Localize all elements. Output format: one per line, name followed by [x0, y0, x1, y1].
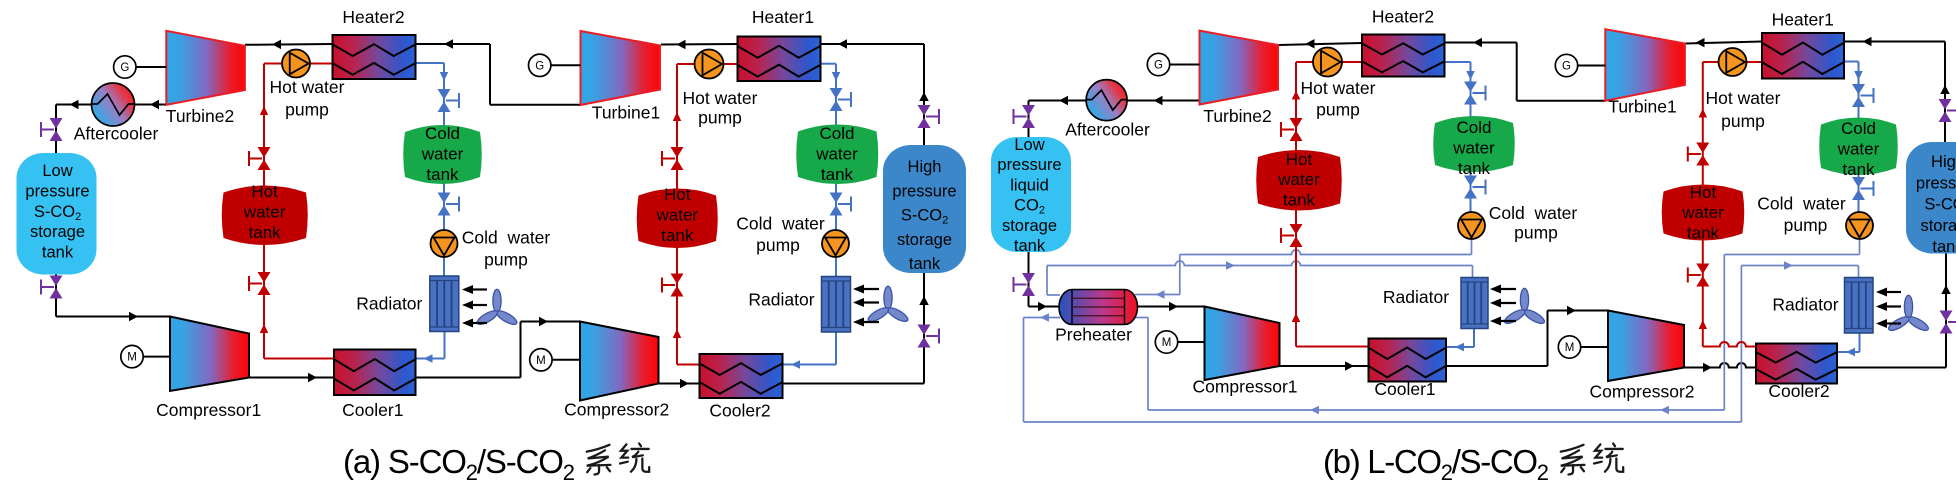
svg-text:Heater2: Heater2 [1372, 7, 1434, 27]
svg-text:Hot water: Hot water [683, 88, 758, 108]
svg-text:tank: tank [42, 244, 74, 262]
svg-text:Cold: Cold [1841, 119, 1876, 138]
svg-text:pump: pump [698, 108, 742, 128]
svg-text:Cold water: Cold water [462, 228, 551, 248]
svg-text:pressure: pressure [997, 156, 1061, 174]
svg-text:pressure: pressure [892, 182, 956, 200]
svg-text:Turbine2: Turbine2 [1203, 106, 1271, 126]
svg-text:tank: tank [1932, 238, 1956, 256]
svg-text:Compressor2: Compressor2 [564, 400, 669, 420]
svg-text:Hot water: Hot water [1301, 78, 1376, 98]
svg-text:water: water [1452, 139, 1495, 158]
svg-text:G: G [535, 60, 544, 72]
svg-text:tank: tank [1283, 190, 1316, 209]
svg-text:storage: storage [30, 223, 85, 241]
svg-text:(a) S-CO2/S-CO2: (a) S-CO2/S-CO2 [343, 443, 575, 485]
svg-text:water: water [1681, 203, 1724, 222]
svg-text:pump: pump [1514, 223, 1558, 243]
svg-text:High: High [908, 158, 942, 176]
svg-text:Hot water: Hot water [1706, 88, 1781, 108]
svg-text:Heater1: Heater1 [752, 7, 814, 27]
svg-text:Cold water: Cold water [1489, 203, 1578, 223]
svg-text:Cold: Cold [820, 124, 855, 143]
svg-text:S-CO2: S-CO2 [1924, 196, 1956, 216]
svg-text:Turbine1: Turbine1 [592, 103, 660, 123]
svg-text:Radiator: Radiator [356, 294, 422, 314]
svg-text:storage: storage [1002, 217, 1057, 235]
svg-text:Aftercooler: Aftercooler [1065, 119, 1150, 139]
svg-text:Turbine2: Turbine2 [166, 106, 234, 126]
svg-text:water: water [1277, 170, 1320, 189]
svg-text:liquid: liquid [1010, 176, 1049, 194]
svg-text:Low: Low [42, 162, 72, 180]
svg-text:G: G [1562, 61, 1571, 73]
svg-text:Heater2: Heater2 [342, 7, 404, 27]
svg-text:pump: pump [1721, 111, 1765, 131]
svg-text:tank: tank [821, 165, 854, 184]
svg-text:M: M [127, 352, 137, 364]
svg-text:Cooler2: Cooler2 [709, 401, 770, 421]
svg-text:Compressor1: Compressor1 [156, 400, 261, 420]
svg-text:tank: tank [426, 165, 459, 184]
svg-text:S-CO2: S-CO2 [34, 203, 81, 223]
svg-text:pump: pump [1316, 100, 1360, 120]
svg-text:water: water [421, 144, 464, 163]
svg-text:Hot: Hot [251, 182, 278, 201]
svg-text:tank: tank [249, 223, 282, 242]
svg-text:Cold: Cold [425, 124, 460, 143]
svg-text:Compressor2: Compressor2 [1589, 382, 1694, 402]
svg-text:Aftercooler: Aftercooler [74, 124, 159, 144]
svg-text:Preheater: Preheater [1055, 325, 1132, 345]
svg-text:tank: tank [1687, 223, 1720, 242]
svg-text:pump: pump [1784, 215, 1828, 235]
svg-text:M: M [1565, 342, 1575, 354]
svg-text:Cold: Cold [1457, 118, 1492, 137]
svg-text:Cooler1: Cooler1 [342, 400, 403, 420]
svg-text:tank: tank [1842, 160, 1875, 179]
svg-text:water: water [815, 144, 858, 163]
svg-text:Turbine1: Turbine1 [1608, 97, 1676, 117]
svg-text:Hot: Hot [664, 185, 691, 204]
svg-text:tank: tank [1458, 159, 1491, 178]
svg-text:Radiator: Radiator [748, 290, 814, 310]
svg-text:M: M [536, 355, 546, 367]
svg-text:G: G [1154, 60, 1163, 72]
svg-text:Hot: Hot [1690, 183, 1717, 202]
svg-text:pump: pump [756, 235, 800, 255]
svg-text:CO2: CO2 [1014, 197, 1045, 217]
svg-text:pressure: pressure [1916, 174, 1956, 192]
svg-text:Hot: Hot [1286, 150, 1313, 169]
svg-text:tank: tank [1014, 237, 1046, 255]
svg-text:Hot water: Hot water [270, 77, 345, 97]
svg-text:storage: storage [897, 231, 952, 249]
svg-text:tank: tank [909, 255, 941, 273]
svg-text:storage: storage [1920, 217, 1956, 235]
svg-text:Cold water: Cold water [1757, 194, 1846, 214]
svg-text:High: High [1931, 153, 1956, 171]
svg-text:water: water [656, 205, 699, 224]
svg-text:G: G [120, 62, 129, 74]
svg-text:water: water [243, 202, 286, 221]
svg-text:(b) L-CO2/S-CO2: (b) L-CO2/S-CO2 [1323, 443, 1549, 485]
svg-text:tank: tank [661, 226, 694, 245]
svg-text:pump: pump [484, 250, 528, 270]
svg-text:Radiator: Radiator [1772, 295, 1838, 315]
svg-text:Heater1: Heater1 [1772, 10, 1834, 30]
svg-text:Radiator: Radiator [1383, 287, 1449, 307]
svg-text:water: water [1837, 140, 1880, 159]
svg-text:M: M [1162, 337, 1172, 349]
svg-text:Compressor1: Compressor1 [1192, 377, 1297, 397]
svg-text:Cooler1: Cooler1 [1374, 379, 1435, 399]
svg-text:pressure: pressure [25, 182, 89, 200]
svg-text:Low: Low [1014, 136, 1044, 154]
svg-text:S-CO2: S-CO2 [901, 207, 948, 227]
svg-text:Cooler2: Cooler2 [1768, 381, 1829, 401]
svg-text:pump: pump [285, 100, 329, 120]
svg-text:Cold water: Cold water [736, 214, 825, 234]
